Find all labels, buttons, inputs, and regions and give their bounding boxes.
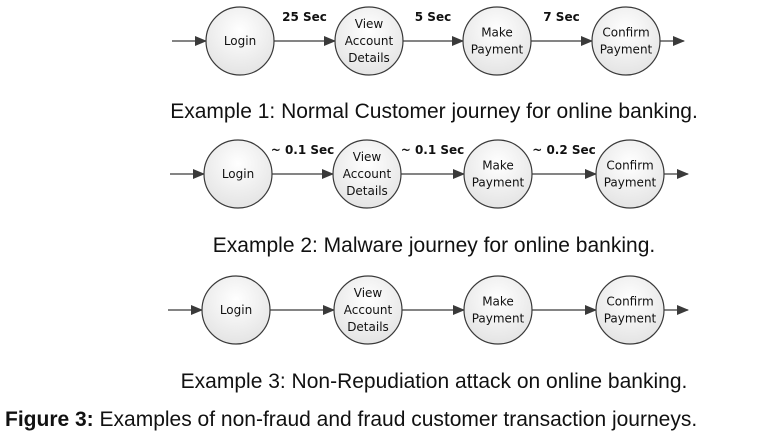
- figure-caption-text: Examples of non-fraud and fraud customer…: [94, 408, 697, 431]
- journey-step-node: [463, 139, 533, 209]
- example-2-caption: Example 2: Malware journey for online ba…: [213, 234, 655, 257]
- transition-time-label: 25 Sec: [282, 10, 327, 24]
- journey-step-node: [462, 6, 532, 76]
- example-3-caption: Example 3: Non-Repudiation attack on onl…: [181, 370, 688, 393]
- figure-caption-label: Figure 3:: [5, 408, 94, 431]
- journey-step-node: [205, 6, 275, 76]
- journey-step-node: [203, 139, 273, 209]
- journey-step-label: Login: [222, 167, 254, 181]
- transition-time-label: 5 Sec: [415, 10, 451, 24]
- transition-time-label: ~ 0.2 Sec: [532, 143, 596, 157]
- journey-step-node: [333, 275, 403, 345]
- journey-step-node: [595, 275, 665, 345]
- figure-caption: Figure 3: Examples of non-fraud and frau…: [5, 408, 697, 431]
- journey-step-node: [332, 139, 402, 209]
- transition-time-label: ~ 0.1 Sec: [401, 143, 465, 157]
- journey-step-node: [463, 275, 533, 345]
- journey-step-label: Login: [220, 303, 252, 317]
- transition-time-label: 7 Sec: [543, 10, 579, 24]
- journey-step-label: Login: [224, 34, 256, 48]
- journey-step-node: [334, 6, 404, 76]
- example-1-caption: Example 1: Normal Customer journey for o…: [170, 100, 698, 123]
- journey-step-node: [595, 139, 665, 209]
- journey-step-node: [591, 6, 661, 76]
- transition-time-label: ~ 0.1 Sec: [271, 143, 335, 157]
- journey-step-node: [201, 275, 271, 345]
